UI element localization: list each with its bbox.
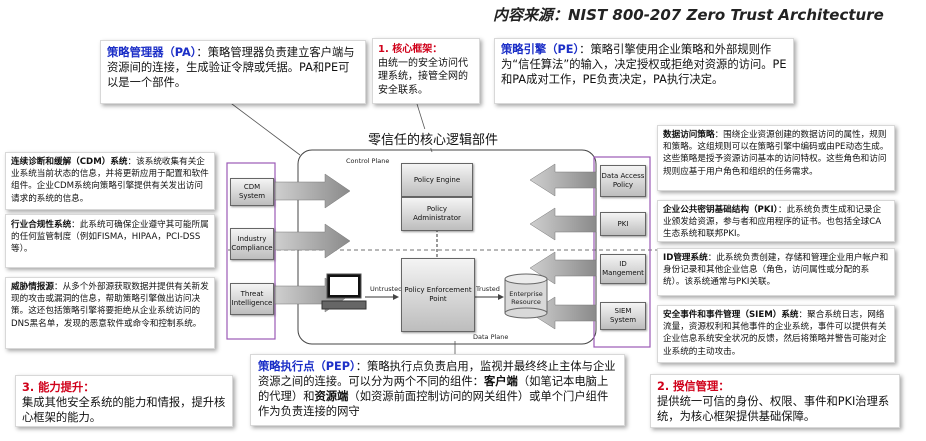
pe-callout: 策略引擎（PE）：策略引擎使用企业策略和外部规则作为“信任算法”的输入，决定授权… bbox=[494, 38, 794, 104]
siem-callout: 安全事件和事件管理（SIEM）系统：聚合系统日志，网络流量，资源权利和其他事件的… bbox=[657, 305, 895, 363]
threat-body: ：从多个外部源获取数据并提供有关新发现的攻击或漏洞的信息，帮助策略引擎做出访问决… bbox=[11, 282, 209, 329]
enterprise-resource-label: Enterprise Resource bbox=[509, 290, 543, 306]
pa-term: 策略管理器（PA） bbox=[107, 46, 197, 59]
data-plane-label: Data Plane bbox=[473, 333, 509, 341]
capability-term: 3. 能力提升 bbox=[22, 381, 84, 394]
capability-callout: 3. 能力提升： 集成其他安全系统的能力和情报，提升核心框架的能力。 bbox=[15, 375, 233, 427]
pki-callout: 企业公共密钥基础结构（PKI）：此系统负责生成和记录企业颁发给资源，参与者和应用… bbox=[657, 200, 895, 242]
pki-body: ：此系统负责生成和记录企业颁发给资源，参与者和应用程序的证书。也包括全球CA生态… bbox=[663, 205, 882, 240]
threat-callout: 威胁情报源：从多个外部源获取数据并提供有关新发现的攻击或漏洞的信息，帮助策略引擎… bbox=[5, 277, 215, 349]
policy-administrator-box: Policy Administrator bbox=[401, 197, 473, 231]
pep-callout: 策略执行点（PEP）：策略执行点负责启用，监视并最终终止主体与企业资源之间的连接… bbox=[250, 354, 625, 426]
cdm-callout: 连续诊断和缓解（CDM）系统：该系统收集有关企业系统当前状态的信息，并将更新应用… bbox=[5, 152, 215, 210]
id-management-box: ID Mangement bbox=[600, 254, 646, 284]
cdm-term: 连续诊断和缓解（CDM）系统 bbox=[11, 157, 128, 167]
pep-resource: 资源端 bbox=[314, 390, 349, 403]
industry-callout: 行业合规性系统：此系统可确保企业遵守其可能所属的任何监管制度（例如FISMA，H… bbox=[5, 214, 215, 268]
capability-body: 集成其他安全系统的能力和情报，提升核心框架的能力。 bbox=[22, 396, 226, 424]
control-plane-label: Control Plane bbox=[346, 157, 390, 165]
data-access-body: ：围绕企业资源创建的数据访问的属性，规则和策略。这组规则可以在策略引擎中编码或由… bbox=[663, 130, 889, 177]
cdm-system-box: CDM System bbox=[230, 178, 274, 206]
pa-body: ：策略管理器负责建立客户端与资源间的连接，生成验证令牌或凭据。PA和PE可以是一… bbox=[107, 46, 355, 89]
core-callout: 1. 核心框架： 由统一的安全访问代理系统，接管全网的安全联系。 bbox=[372, 38, 480, 104]
idm-callout: ID管理系统：此系统负责创建，存储和管理企业用户帐户和身份记录和其他企业信息（角… bbox=[657, 248, 895, 296]
core-body: 由统一的安全访问代理系统，接管全网的安全联系。 bbox=[378, 57, 468, 96]
diagram-title: 零信任的核心逻辑部件 bbox=[366, 129, 501, 148]
pep-client: 客户端 bbox=[483, 375, 518, 388]
source-line: 内容来源：NIST 800-207 Zero Trust Architectur… bbox=[493, 6, 884, 24]
pki-term: 企业公共密钥基础结构（PKI） bbox=[663, 205, 778, 215]
industry-body: ：此系统可确保企业遵守其可能所属的任何监管制度（例如FISMA，HIPAA，PC… bbox=[11, 220, 209, 255]
right-highlight-frame bbox=[593, 156, 651, 348]
policy-engine-box: Policy Engine bbox=[401, 163, 473, 197]
trust-term: 2. 授信管理 bbox=[657, 380, 719, 393]
siem-term: 安全事件和事件管理（SIEM）系统 bbox=[663, 310, 799, 320]
siem-body: ：聚合系统日志，网络流量，资源权利和其他事件的企业系统，事件可以提供有关企业信息… bbox=[663, 310, 887, 357]
data-access-policy-box: Data Access Policy bbox=[600, 165, 646, 197]
pe-term: 策略引擎（PE） bbox=[501, 43, 580, 56]
cdm-body: ：该系统收集有关企业系统当前状态的信息，并将更新应用于配置和软件组件。企业CDM… bbox=[11, 157, 209, 204]
pe-body: ：策略引擎使用企业策略和外部规则作为“信任算法”的输入，决定授权或拒绝对资源的访… bbox=[501, 43, 787, 86]
pep-term: 策略执行点（PEP） bbox=[258, 360, 356, 373]
computer-icon bbox=[321, 273, 367, 310]
pki-box: PKI bbox=[600, 212, 646, 236]
industry-compliance-box: Industry Compliance bbox=[230, 228, 274, 260]
enterprise-resource-shape bbox=[504, 273, 548, 319]
pep-box: Policy Enforcement Point bbox=[401, 258, 475, 332]
data-access-callout: 数据访问策略：围绕企业资源创建的数据访问的属性，规则和策略。这组规则可以在策略引… bbox=[657, 125, 895, 191]
trust-body: 提供统一可信的身份、权限、事件和PKI治理系统，为核心框架提供基础保障。 bbox=[657, 395, 890, 423]
untrusted-label: Untrusted bbox=[370, 285, 403, 293]
trust-callout: 2. 授信管理： 提供统一可信的身份、权限、事件和PKI治理系统，为核心框架提供… bbox=[650, 374, 900, 428]
idm-term: ID管理系统 bbox=[663, 253, 708, 263]
left-highlight-frame bbox=[226, 162, 276, 340]
data-access-term: 数据访问策略 bbox=[663, 130, 715, 140]
threat-term: 威胁情报源 bbox=[11, 282, 54, 292]
industry-term: 行业合规性系统 bbox=[11, 220, 72, 230]
pa-callout: 策略管理器（PA）：策略管理器负责建立客户端与资源间的连接，生成验证令牌或凭据。… bbox=[100, 40, 366, 104]
trusted-label: Trusted bbox=[476, 285, 500, 293]
idm-body: ：此系统负责创建，存储和管理企业用户帐户和身份记录和其他企业信息（角色，访问属性… bbox=[663, 253, 889, 288]
core-term: 1. 核心框架 bbox=[378, 44, 433, 55]
threat-intelligence-box: Threat Intelligence bbox=[230, 283, 274, 315]
siem-system-box: SIEM System bbox=[600, 302, 646, 330]
